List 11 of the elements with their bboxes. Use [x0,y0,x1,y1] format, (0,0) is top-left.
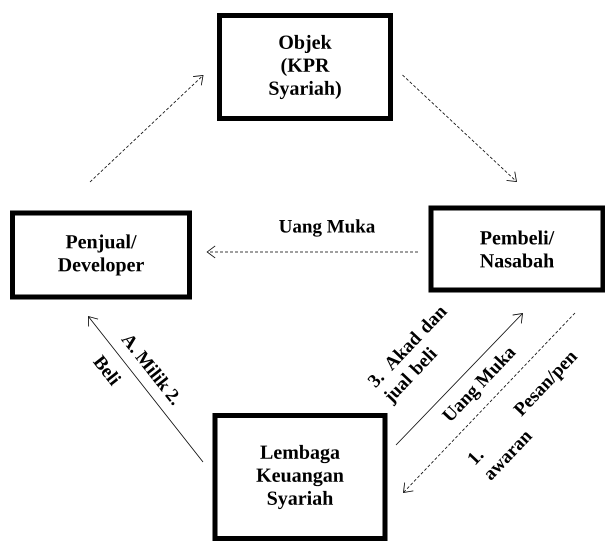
arrow [88,316,204,462]
edge-label: Uang Muka [278,218,376,238]
arrow [396,312,523,446]
process-box: Lembaga Keuangan Syariah [212,412,388,541]
arrow [90,75,204,182]
process-box: Penjual/ Developer [10,210,192,300]
arrow [403,312,576,493]
arrow [402,74,517,182]
process-box: Pembeli/ Nasabah [428,206,605,292]
process-box: Objek (KPR Syariah) [217,13,393,121]
arrow [206,246,418,258]
